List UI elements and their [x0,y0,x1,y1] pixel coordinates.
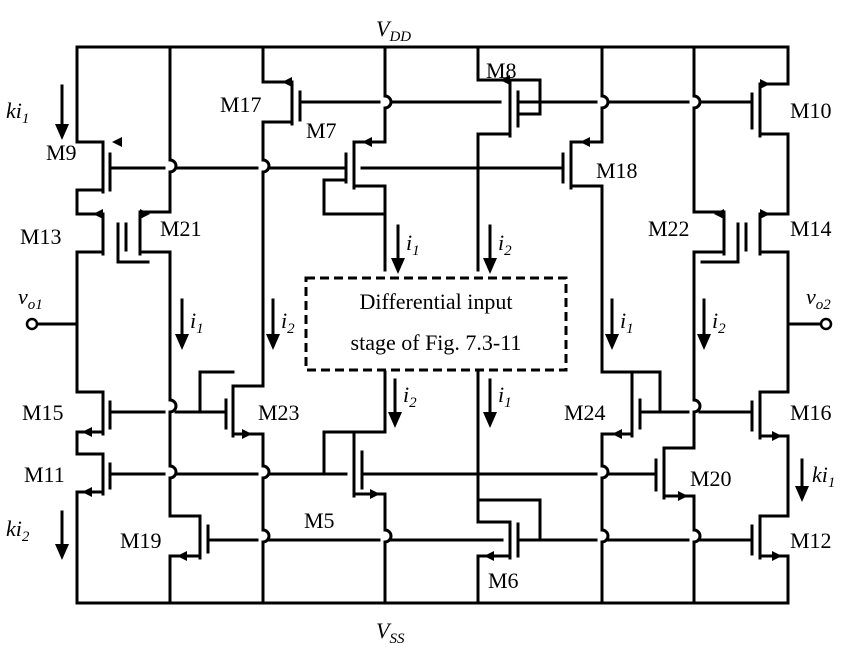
label-m15: M15 [22,400,64,425]
label-m11: M11 [24,462,65,487]
svg-text:i1: i1 [190,308,204,337]
svg-text:vo1: vo1 [18,284,43,313]
label-m24: M24 [564,400,606,425]
svg-text:ki1: ki1 [812,462,835,491]
svg-text:i1: i1 [498,382,512,411]
label-m5: M5 [304,508,335,533]
output-vo1: vo1 [18,284,79,331]
vss-label: VSS [376,618,405,647]
transistor-bodies [101,84,762,560]
svg-text:ki1: ki1 [6,98,29,127]
svg-text:i1: i1 [620,308,634,337]
label-m6: M6 [488,568,519,593]
svg-text:i1: i1 [406,230,420,259]
label-m22: M22 [648,216,690,241]
svg-text:vo2: vo2 [806,284,831,313]
label-m13: M13 [20,224,62,249]
label-m10: M10 [790,98,832,123]
transistor-labels: M5 M6 M7 M8 M9 M10 M11 M12 M13 M14 M15 M… [20,58,832,593]
label-m17: M17 [220,92,262,117]
label-m20: M20 [690,466,732,491]
differential-input-box: Differential input stage of Fig. 7.3-11 [304,276,568,372]
svg-text:ki2: ki2 [6,516,30,545]
svg-text:i2: i2 [281,308,295,337]
gate-bus-lines [108,78,754,542]
svg-text:i2: i2 [712,308,726,337]
label-m12: M12 [790,528,832,553]
vdd-label: VDD [376,16,411,45]
current-arrows: ki1 i1 i2 i1 i2 i1 i2 i2 i1 ki1 ki2 [6,84,835,560]
label-m7: M7 [306,118,337,143]
label-m14: M14 [790,216,832,241]
terminal-arrows [82,75,782,561]
label-m21: M21 [160,216,202,241]
box-line-2: stage of Fig. 7.3-11 [351,330,522,355]
svg-text:i2: i2 [403,382,417,411]
label-m19: M19 [120,528,162,553]
label-m9: M9 [46,140,77,165]
label-m16: M16 [790,400,832,425]
label-m18: M18 [596,158,638,183]
output-vo2: vo2 [786,284,833,331]
box-line-1: Differential input [360,289,513,314]
svg-text:i2: i2 [498,230,512,259]
label-m8: M8 [486,58,517,83]
label-m23: M23 [258,400,300,425]
